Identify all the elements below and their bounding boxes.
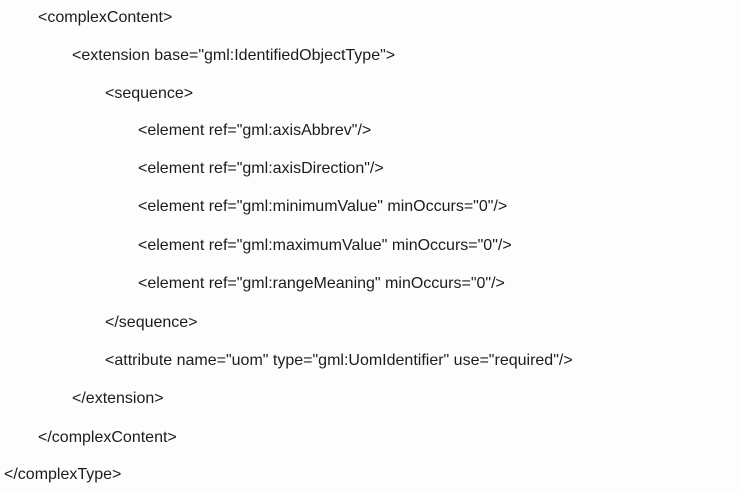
code-line: <element ref="gml:maximumValue" minOccur…	[138, 237, 512, 254]
code-line: </sequence>	[105, 314, 198, 331]
code-line: </complexContent>	[38, 429, 177, 446]
code-line: <element ref="gml:axisAbbrev"/>	[138, 122, 372, 139]
code-line: <element ref="gml:rangeMeaning" minOccur…	[138, 275, 505, 292]
code-line: <element ref="gml:minimumValue" minOccur…	[138, 198, 508, 215]
code-line: </extension>	[72, 390, 164, 407]
code-line: <sequence>	[105, 85, 194, 102]
code-line: </complexType>	[4, 466, 122, 483]
code-line: <element ref="gml:axisDirection"/>	[138, 160, 384, 177]
code-line: <complexContent>	[38, 9, 173, 26]
code-line: <extension base="gml:IdentifiedObjectTyp…	[72, 47, 396, 64]
code-line: <attribute name="uom" type="gml:UomIdent…	[105, 352, 573, 369]
